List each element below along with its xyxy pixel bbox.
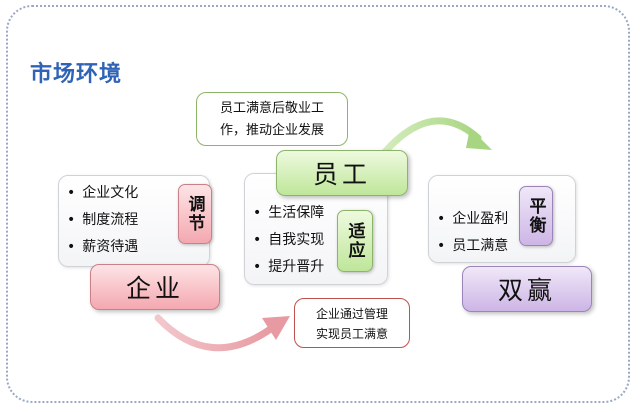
employee-label: 员工 [312, 160, 371, 189]
enterprise-tag-box: 调节 [178, 184, 212, 244]
winwin-panel: 企业盈利 员工满意 [428, 175, 576, 263]
employee-item: 提升晋升 [253, 254, 324, 281]
enterprise-item: 薪资待遇 [67, 234, 138, 261]
enterprise-label: 企业 [125, 274, 184, 303]
winwin-tag-box: 平衡 [519, 186, 553, 246]
enterprise-tag: 调节 [184, 195, 205, 233]
arrow-head-top [466, 128, 492, 150]
bottom-note-line: 企业通过管理 [315, 307, 388, 321]
enterprise-label-box: 企业 [90, 264, 220, 310]
winwin-tag: 平衡 [525, 197, 546, 235]
top-note-line: 员工满意后敬业工 [219, 101, 324, 116]
employee-tag-box: 适应 [337, 210, 373, 272]
bottom-note-line: 实现员工满意 [315, 327, 388, 341]
diagram-title: 市场环境 [30, 62, 123, 87]
arrow-employee-to-winwin [374, 117, 482, 164]
enterprise-item: 制度流程 [67, 207, 138, 234]
arrow-enterprise-to-employee [154, 314, 276, 352]
arrow-head-bottom [262, 316, 290, 340]
winwin-label-box: 双赢 [462, 266, 592, 312]
employee-label-box: 员工 [276, 150, 408, 196]
winwin-item: 企业盈利 [437, 206, 508, 233]
employee-tag: 适应 [344, 222, 365, 260]
top-note: 员工满意后敬业工 作，推动企业发展 [196, 92, 348, 146]
bottom-note: 企业通过管理 实现员工满意 [294, 298, 410, 348]
top-note-line: 作，推动企业发展 [219, 123, 324, 138]
enterprise-item: 企业文化 [67, 180, 138, 207]
employee-item: 生活保障 [253, 200, 324, 227]
winwin-label: 双赢 [497, 276, 556, 305]
employee-item: 自我实现 [253, 227, 324, 254]
winwin-item: 员工满意 [437, 233, 508, 260]
